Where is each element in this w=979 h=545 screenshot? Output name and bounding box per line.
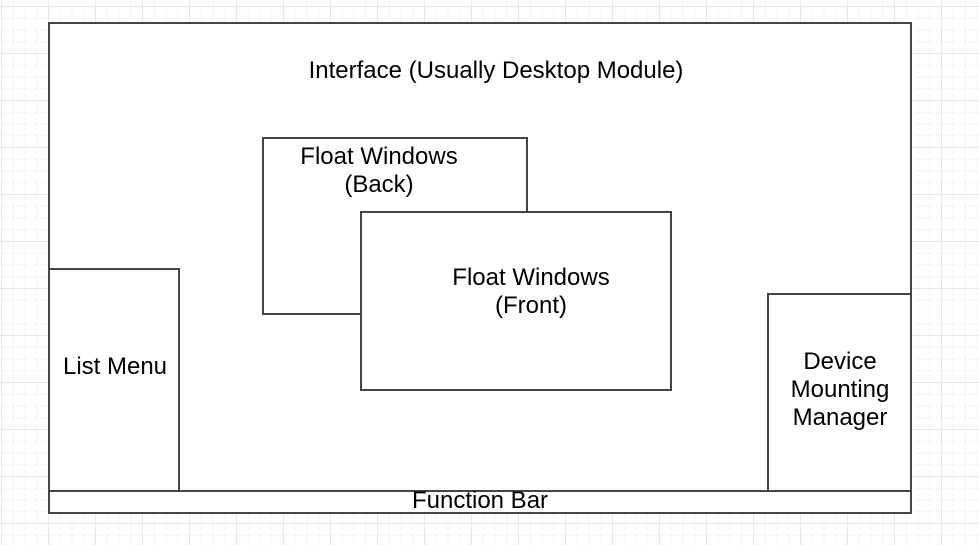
device-mounting-manager-box[interactable] bbox=[767, 293, 912, 492]
list-menu-box[interactable] bbox=[48, 268, 180, 492]
function-bar-box[interactable] bbox=[48, 490, 912, 514]
float-window-front-box[interactable] bbox=[360, 211, 672, 391]
